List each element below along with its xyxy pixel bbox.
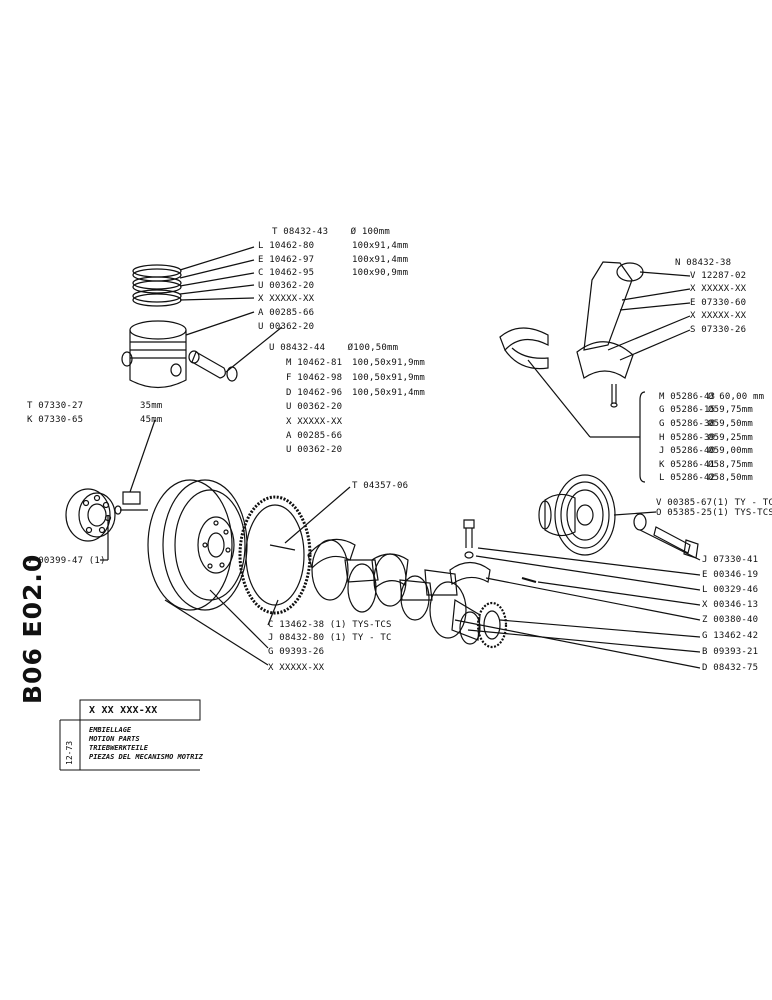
- oversize-part-row: F 10462-98: [286, 373, 343, 383]
- sheet-code: B06 E02.0: [18, 553, 47, 704]
- crank-part: J 07330-41: [702, 555, 759, 565]
- connecting-rod-illustration: [576, 261, 644, 408]
- ball-bearing-illustration: [65, 488, 116, 542]
- piston-part-spec: 100x91,4mm: [352, 255, 409, 265]
- bearing-shell-part: J 05286-40: [659, 446, 716, 456]
- bearing-shell-part: K 05286-41: [659, 460, 716, 470]
- description-en: MOTION PARTS: [89, 735, 140, 743]
- piston-part-row: U 00362-20: [258, 281, 315, 291]
- cap-bolt-illustration: [463, 519, 475, 559]
- bolt-part: K 07330-65: [27, 415, 84, 425]
- oversize-part-spec: 100,50x91,4mm: [352, 388, 426, 398]
- bearing-shell-part: G 05286-15: [659, 405, 716, 415]
- piston-part-spec: 100x91,4mm: [352, 241, 409, 251]
- pulley-part: O 05385-25(1) TYS-TCS: [656, 508, 772, 518]
- pulley-part: V 00385-67(1) TY - TC: [656, 498, 772, 508]
- crank-part: X 00346-13: [702, 600, 759, 610]
- oversize-part-spec: 100,50x91,9mm: [352, 373, 426, 383]
- bearing-left-part: V 00399-47 (1): [27, 556, 106, 566]
- description-fr: EMBIELLAGE: [89, 726, 132, 734]
- bolt-small-illustration: [114, 491, 148, 515]
- crank-pulley-illustration: [538, 474, 616, 556]
- piston-part-row: L 10462-80: [258, 241, 315, 251]
- key-illustration: [521, 577, 537, 583]
- description-de: TRIEBWERKTEILE: [89, 744, 149, 752]
- crank-part: D 08432-75: [702, 663, 759, 673]
- flywheel-part: C 13462-38 (1) TYS-TCS: [268, 620, 392, 630]
- description-es: PIEZAS DEL MECANISMO MOTRIZ: [89, 753, 203, 761]
- crank-part: E 00346-19: [702, 570, 759, 580]
- bearing-shell-size: Ø59,50mm: [708, 419, 753, 429]
- bearing-shell-size: Ø58,75mm: [708, 460, 753, 470]
- flywheel-part: X XXXXX-XX: [268, 663, 325, 673]
- dowel-illustration: [269, 544, 296, 551]
- piston-part-row: X XXXXX-XX: [258, 294, 315, 304]
- oversize-header: U 08432-44 Ø100,50mm: [269, 343, 399, 353]
- conrod-part: X XXXXX-XX: [690, 311, 747, 321]
- crank-part: B 09393-21: [702, 647, 759, 657]
- crank-part: G 13462-42: [702, 631, 759, 641]
- conrod-part: E 07330-60: [690, 298, 747, 308]
- bearing-shell-illustration: [499, 327, 549, 370]
- piston-part-row: A 00285-66: [258, 308, 315, 318]
- oversize-part-row: X XXXXX-XX: [286, 417, 343, 427]
- oversize-part-row: D 10462-96: [286, 388, 343, 398]
- conrod-part: N 08432-38: [675, 258, 732, 268]
- bearing-shell-size: Ø58,50mm: [708, 473, 753, 483]
- flywheel-part: G 09393-26: [268, 647, 325, 657]
- piston-pin-illustration: [188, 350, 226, 379]
- bolt-length: 45mm: [140, 415, 163, 425]
- bearing-shell-part: L 05286-42: [659, 473, 716, 483]
- oversize-part-row: M 10462-81: [286, 358, 343, 368]
- piston-part-row: C 10462-95: [258, 268, 315, 278]
- piston-illustration: [129, 320, 187, 389]
- pulley-bolt-illustration: [653, 526, 699, 559]
- oversize-part-row: U 00362-20: [286, 402, 343, 412]
- oversize-part-spec: 100,50x91,9mm: [352, 358, 426, 368]
- piston-part-row: E 10462-97: [258, 255, 315, 265]
- conrod-part: X XXXXX-XX: [690, 284, 747, 294]
- bearing-shell-size: Ø59,25mm: [708, 433, 753, 443]
- bearing-shell-size: Ø59,00mm: [708, 446, 753, 456]
- bolt-part: T 07330-27: [27, 401, 84, 411]
- bolt-length: 35mm: [140, 401, 163, 411]
- conrod-part: S 07330-26: [690, 325, 747, 335]
- crank-part: Z 00380-40: [702, 615, 759, 625]
- bearing-shell-size: Ø59,75mm: [708, 405, 753, 415]
- piston-part-row: U 00362-20: [258, 322, 315, 332]
- circlip-right-illustration: [226, 366, 238, 382]
- bearing-shell-part: H 05286-39: [659, 433, 716, 443]
- main-bearing-cap-illustration: [449, 561, 491, 586]
- circlip-left-illustration: [121, 351, 133, 367]
- oversize-part-row: U 00362-20: [286, 445, 343, 455]
- washer-illustration: [633, 513, 647, 531]
- piston-part-spec: 100x90,9mm: [352, 268, 409, 278]
- crank-part: L 00329-46: [702, 585, 759, 595]
- ref-number: X XX XXX-XX: [89, 705, 158, 716]
- ring-gear-illustration: [238, 495, 312, 615]
- piston-group-header: T 08432-43 Ø 100mm: [272, 227, 391, 237]
- flywheel-illustration: [147, 479, 248, 611]
- piston-rings-illustration: [132, 264, 182, 307]
- conrod-part: V 12287-02: [690, 271, 747, 281]
- crankshaft-illustration: [307, 538, 481, 645]
- oversize-part-row: A 00285-66: [286, 431, 343, 441]
- bearing-shell-part: M 05286-43: [659, 392, 716, 402]
- bearing-shell-size: Ø 60,00 mm: [708, 392, 765, 402]
- flywheel-part: T 04357-06: [352, 481, 409, 491]
- flywheel-part: J 08432-80 (1) TY - TC: [268, 633, 392, 643]
- bearing-shell-part: G 05286-38: [659, 419, 716, 429]
- date-code: 12-73: [65, 740, 74, 765]
